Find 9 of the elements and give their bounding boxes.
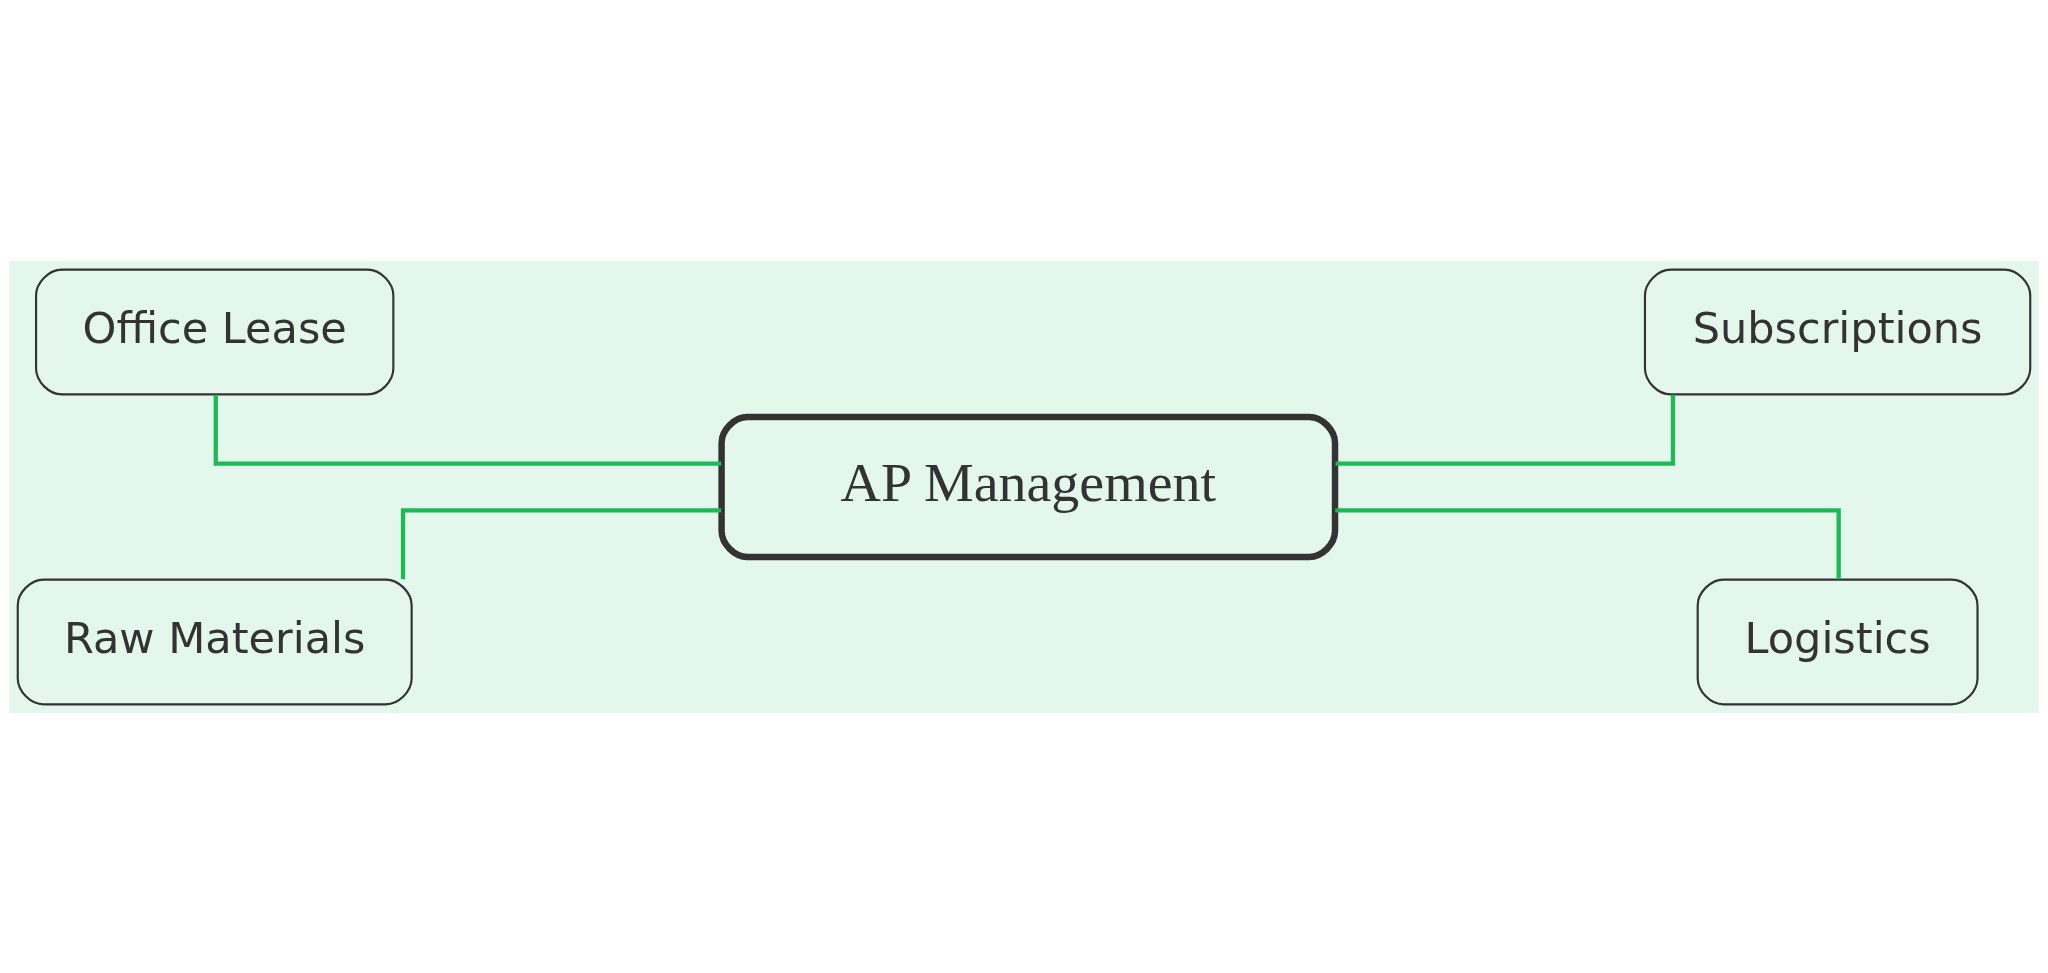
node-box: Subscriptions xyxy=(1643,268,2032,396)
node-box: AP Management xyxy=(718,413,1339,560)
node-box: Office Lease xyxy=(35,268,395,396)
connector xyxy=(213,394,722,466)
connector xyxy=(1335,394,1676,466)
node-box: Logistics xyxy=(1696,577,1979,705)
connector xyxy=(1335,507,1841,579)
connector xyxy=(400,507,722,579)
node-box: Raw Materials xyxy=(16,577,413,705)
